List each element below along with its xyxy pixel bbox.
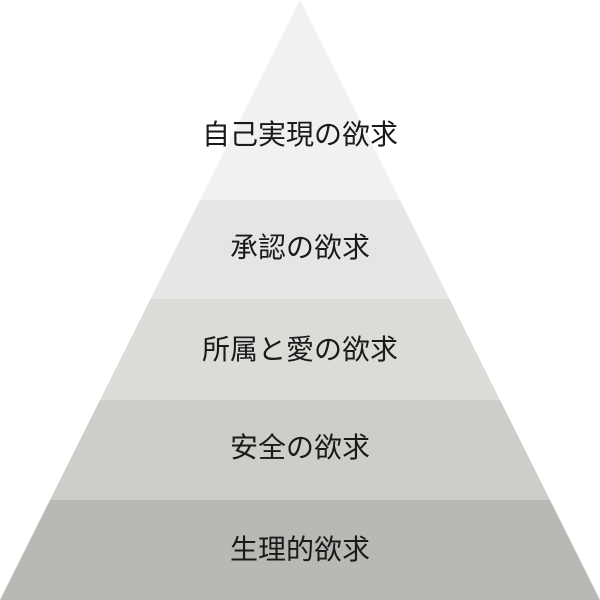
label-self-actualization: 自己実現の欲求 — [202, 118, 399, 151]
label-safety: 安全の欲求 — [230, 431, 371, 464]
label-love-belonging: 所属と愛の欲求 — [202, 333, 399, 366]
label-esteem: 承認の欲求 — [230, 231, 371, 264]
label-physiological: 生理的欲求 — [230, 533, 371, 566]
level-safety — [0, 400, 600, 500]
level-self-actualization — [0, 0, 600, 200]
level-physiological — [0, 500, 600, 600]
